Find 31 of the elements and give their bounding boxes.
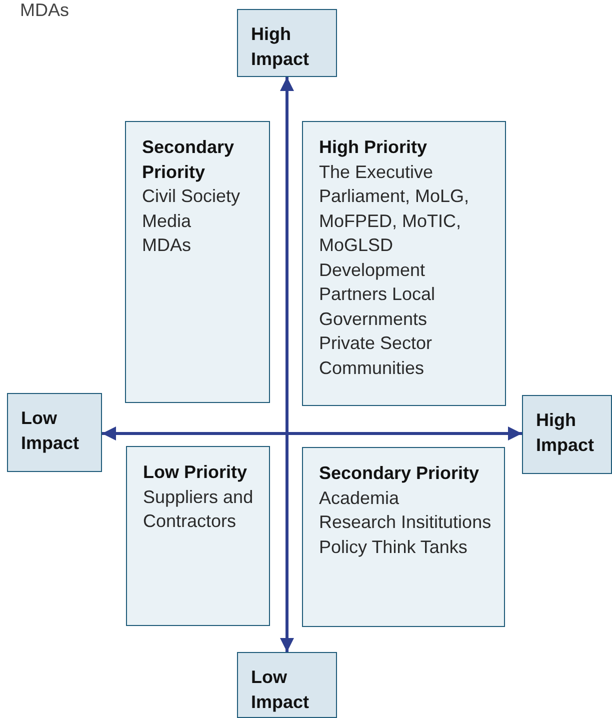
heading-text: Low Impact [21, 407, 80, 455]
stakeholder-text: Policy Think Tanks [319, 536, 468, 559]
stakeholder-text: Parliament, MoLG, MoFPED, MoTIC, MoGLSD [319, 185, 470, 257]
stakeholder-text: Communities [319, 356, 426, 380]
stakeholder-text: MDAs [142, 234, 192, 257]
stakeholder-text: Media [142, 210, 192, 232]
axis-label-box [237, 652, 337, 718]
axis-label-box [237, 9, 337, 77]
stakeholder-text: Civil Society [142, 185, 242, 208]
heading-text: High Impact [536, 409, 596, 457]
stakeholder-text: Academia [319, 486, 400, 510]
double-headed-arrow [102, 426, 522, 440]
heading-text: Secondary Priority [142, 136, 236, 184]
axis-label-box [522, 395, 612, 474]
heading-text: Low Impact [251, 666, 310, 714]
stakeholder-text: Development Partners Local Governments [319, 258, 436, 330]
quadrant-box [302, 121, 506, 406]
stakeholder-text: Private Sector [319, 332, 434, 355]
stakeholder-text: Suppliers and Contractors [143, 486, 254, 533]
quadrant-box [125, 121, 270, 403]
note-text: MDAs [20, 0, 69, 21]
heading-text: High Impact [251, 23, 310, 71]
quadrant-box [126, 446, 270, 626]
heading-text: Secondary Priority [319, 462, 480, 485]
stakeholder-text: Research Insititutions [319, 511, 492, 534]
heading-text: Low Priority [143, 461, 248, 484]
axis-label-box [7, 393, 102, 472]
quadrant-box [302, 447, 505, 627]
stakeholder-text: The Executive [319, 160, 434, 184]
double-headed-arrow [280, 77, 294, 652]
heading-text: High Priority [319, 136, 428, 159]
